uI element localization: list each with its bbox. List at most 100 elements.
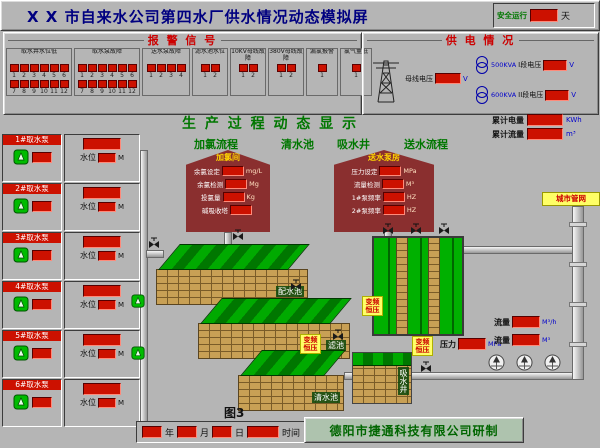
flow-label-clearwell: 清水池 [281, 138, 314, 151]
alarm-led: 11 [49, 79, 59, 95]
vfd-constant-pressure-tag: 变频恒压 [412, 336, 433, 357]
well-level-box: 水位 M [64, 232, 140, 280]
reservoir-valve-icon[interactable] [410, 222, 422, 235]
delivery-pump-house: 送水泵房 压力设定 MPa 流量检测 M³ 1#泵频率 HZ [334, 150, 434, 232]
alarm-led: 6 [59, 63, 69, 79]
delivery-pump-icon[interactable] [488, 354, 505, 371]
booster-pump-icon[interactable] [131, 346, 145, 360]
alarm-group-chlorine-low: 氯气量低 1 [340, 48, 372, 96]
chlorination-house-title: 加氯间 [216, 153, 240, 162]
time-label: 时间 [282, 428, 301, 439]
house-data-row: 投氯量 Kg [201, 192, 255, 202]
transformer-kva-label: 600KVA [491, 91, 517, 99]
well-pump-icon[interactable] [13, 296, 29, 312]
transformer-icon [476, 86, 488, 104]
city-network-pipe [572, 206, 584, 380]
tank1-outlet-valve-icon[interactable] [290, 278, 302, 291]
delivery-pipe [410, 372, 576, 380]
well-pump-icon[interactable] [13, 345, 29, 361]
house-data-row: 余氯检测 Mg [197, 179, 259, 189]
totalizers: 累计电量 KWh 累计流量 m³ [492, 114, 598, 142]
filter-tank-label: 滤池 [326, 340, 346, 351]
well-pump-box: 4#取水泵 [2, 281, 62, 329]
flow-label-chlorination: 加氯流程 [194, 138, 238, 151]
reservoir-tank [372, 236, 464, 336]
led-indicator [49, 64, 59, 72]
reservoir-valve-icon[interactable] [382, 222, 394, 235]
alarm-led: 1 [238, 63, 248, 79]
pressure-gauge: 压力 MPa [440, 338, 502, 350]
total-energy-unit: KWh [566, 116, 582, 124]
well-level-display [83, 187, 121, 199]
section2-voltage-unit: V [571, 91, 577, 99]
delivery-valve-icon[interactable] [420, 360, 432, 373]
well-level-box: 水位 M [64, 281, 140, 329]
well-pump-box: 5#取水泵 [2, 330, 62, 378]
level-unit: M [117, 251, 125, 260]
well-level-display [83, 236, 121, 248]
well-level-display [83, 334, 121, 346]
led-indicator [9, 64, 19, 72]
chlorine-valve-icon[interactable] [232, 228, 244, 241]
power-branch-2: 600KVA II段电压 V [475, 85, 576, 105]
alarm-led: 7 [77, 79, 87, 95]
flow-rate-gauge: 流量 M³/h [494, 316, 557, 328]
well-level-display-small [97, 250, 116, 261]
total-energy: 累计电量 KWh [492, 114, 598, 126]
alarm-led: 4 [107, 63, 117, 79]
bus-voltage-group: 母线电压 V [405, 73, 468, 84]
alarm-led: 1 [77, 63, 87, 79]
alarm-led: 1 [9, 63, 19, 79]
level-unit: M [117, 398, 125, 407]
section1-voltage-label: I段电压 [518, 61, 542, 69]
well-pump-icon[interactable] [13, 198, 29, 214]
led-indicator [127, 64, 137, 72]
total-energy-display [527, 114, 563, 126]
well-level-display-small [97, 348, 116, 359]
tank-top-face [353, 353, 411, 366]
reservoir-valve-icon[interactable] [438, 222, 450, 235]
alarm-led: 1 [351, 63, 361, 79]
alarm-led: 9 [97, 79, 107, 95]
alarm-led: 3 [29, 63, 39, 79]
well-level-box: 水位 M [64, 183, 140, 231]
company-credit-panel: 德阳市捷通科技有限公司研制 [304, 417, 524, 443]
led-indicator [97, 64, 107, 72]
transformer-icon [476, 56, 488, 74]
vfd-constant-pressure-tag: 变频恒压 [362, 296, 383, 317]
tank2-outlet-valve-icon[interactable] [332, 328, 344, 341]
tank-pillar [428, 238, 440, 334]
delivery-pump-icon[interactable] [516, 354, 533, 371]
led-indicator [97, 80, 107, 88]
power-branch-1: 500KVA I段电压 V [475, 55, 574, 75]
suction-well-label: 吸水井 [398, 367, 409, 395]
pump-status-display [31, 200, 52, 212]
well-pump-icon[interactable] [13, 394, 29, 410]
flow-total-display [512, 334, 540, 346]
led-indicator [317, 64, 327, 72]
house-data-row: 2#泵频率 HZ [351, 205, 417, 215]
alarm-led: 2 [87, 63, 97, 79]
bus-voltage-display [435, 73, 461, 84]
flow-total-gauge: 流量 M³ [494, 334, 551, 346]
alarm-led: 4 [176, 63, 186, 79]
inlet-valve-icon[interactable] [148, 236, 160, 249]
level-label: 水位 [79, 202, 96, 211]
level-label: 水位 [79, 398, 96, 407]
well-pump-icon[interactable] [13, 247, 29, 263]
well-pump-icon[interactable] [13, 149, 29, 165]
well-pump-box: 1#取水泵 [2, 134, 62, 182]
led-indicator [107, 64, 117, 72]
led-indicator [29, 64, 39, 72]
transmission-tower-icon [373, 60, 399, 103]
house-display [225, 179, 248, 189]
intake-well-unit: 1#取水泵 水位 M [2, 134, 140, 182]
alarm-led: 2 [156, 63, 166, 79]
delivery-pump-icon[interactable] [544, 354, 561, 371]
booster-pump-icon[interactable] [131, 294, 145, 308]
city-network-label: 城市管网 [542, 192, 600, 206]
